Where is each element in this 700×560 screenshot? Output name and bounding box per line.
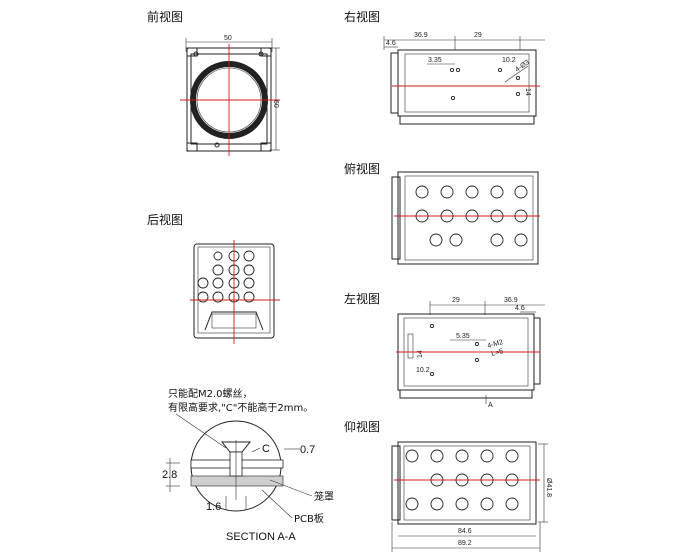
right-view-title: 右视图 [344,10,381,24]
svg-text:L=5: L=5 [491,348,504,358]
svg-text:89.2: 89.2 [458,540,472,547]
svg-text:10.2: 10.2 [502,57,516,64]
cage-label: 笼罩 [314,490,334,503]
svg-text:4-Ø3: 4-Ø3 [514,59,531,74]
svg-text:1.6: 1.6 [206,501,221,513]
svg-text:29: 29 [474,32,482,39]
left-view-title: 左视图 [344,292,381,306]
front-view-title: 前视图 [147,10,184,24]
svg-text:4-M2: 4-M2 [487,339,504,350]
svg-text:10.2: 10.2 [416,367,430,374]
section-note-line1: 只能配M2.0螺丝， [168,387,253,400]
svg-text:4.6: 4.6 [515,305,525,312]
svg-text:3.35: 3.35 [428,57,442,64]
front-height-dim: 60 [272,100,279,108]
c-label: C [262,443,270,455]
pcb-label: PCB板 [294,512,324,525]
right-view: 36.9 29 4.6 3.35 10.2 4-Ø3 14 [383,32,545,125]
top-view [391,171,540,265]
bottom-view-title: 仰视图 [344,420,381,434]
back-view-title: 后视图 [147,213,184,227]
front-view: 50 60 [180,35,280,156]
svg-text:29: 29 [452,297,460,304]
svg-text:36.9: 36.9 [414,32,428,39]
section-title: SECTION A-A [226,531,296,543]
section-a-a: 只能配M2.0螺丝， 有限高要求,"C"不能高于2mm。 C 0.7 2.8 1… [162,387,334,543]
svg-text:2.8: 2.8 [162,469,177,481]
section-note-line2: 有限高要求,"C"不能高于2mm。 [168,401,313,414]
svg-text:84.6: 84.6 [458,528,472,535]
front-width-dim: 50 [224,35,232,42]
back-view [190,240,280,344]
bottom-view: Ø41.8 84.6 89.2 [391,441,552,552]
top-view-title: 俯视图 [344,162,381,176]
svg-text:14: 14 [417,350,424,358]
svg-text:36.9: 36.9 [504,297,518,304]
svg-text:14: 14 [524,88,531,96]
svg-text:5.35: 5.35 [456,333,470,340]
left-view: 29 36.9 4.6 5.35 4-M2 L=5 14 10.2 A [396,297,545,409]
svg-text:0.7: 0.7 [300,444,315,456]
svg-text:4.6: 4.6 [386,40,396,47]
svg-text:Ø41.8: Ø41.8 [545,478,552,497]
svg-text:A: A [488,402,493,409]
